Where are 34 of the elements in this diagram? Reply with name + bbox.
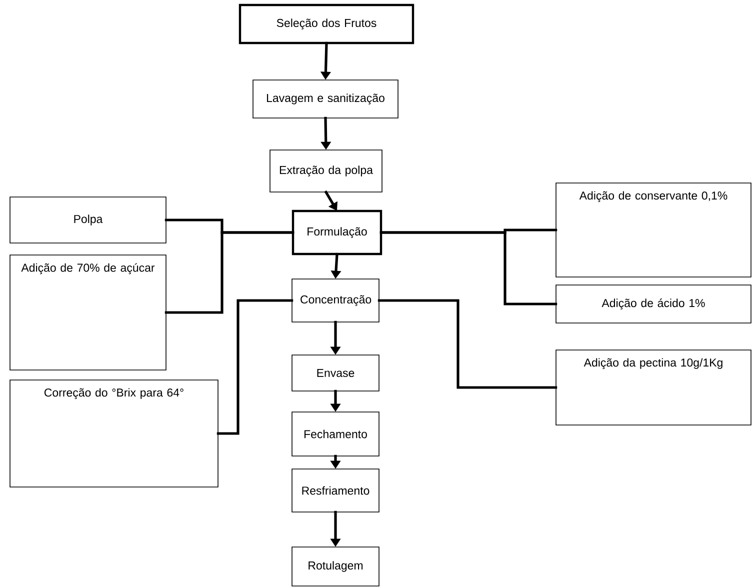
step-box bbox=[292, 210, 382, 256]
node-label: Concentração bbox=[300, 295, 372, 306]
node-label: Correção do °Brix para 64° bbox=[44, 388, 184, 399]
node-label: Adição de 70% de açúcar bbox=[21, 263, 155, 274]
step-box bbox=[252, 80, 398, 118]
step-box bbox=[292, 468, 380, 512]
ingredient-box bbox=[556, 284, 752, 324]
node-label: Fechamento bbox=[304, 430, 367, 438]
connector-line bbox=[164, 231, 294, 314]
node-label: Resfriamento bbox=[302, 486, 370, 495]
step-box bbox=[292, 354, 380, 392]
node-label: Rotulagem bbox=[308, 561, 363, 572]
ingredient-box bbox=[10, 254, 166, 370]
step-box bbox=[292, 278, 380, 322]
ingredient-box bbox=[556, 350, 752, 426]
node-label: Formulação bbox=[308, 227, 367, 238]
node-label: Extração da polpa bbox=[280, 166, 373, 176]
node-label: Envase bbox=[317, 368, 354, 378]
node-label: Polpa bbox=[74, 214, 103, 226]
step-box bbox=[292, 412, 380, 456]
node-label: Adição de conservante 0,1% bbox=[579, 191, 728, 202]
step-box bbox=[238, 4, 414, 44]
ingredient-box bbox=[556, 182, 752, 278]
step-box bbox=[270, 150, 382, 192]
connector-line bbox=[380, 231, 558, 306]
node-label: Adição de ácido 1% bbox=[602, 298, 705, 310]
ingredient-box bbox=[10, 380, 218, 488]
node-label: Seleção dos Frutos bbox=[276, 18, 376, 30]
connector-line bbox=[378, 299, 558, 389]
node-label: Adição da pectina 10g/1Kg bbox=[584, 358, 722, 369]
ingredient-box bbox=[10, 196, 166, 244]
node-label: Lavagem e sanitização bbox=[266, 94, 384, 104]
step-box bbox=[292, 546, 380, 586]
connector-line bbox=[216, 299, 294, 435]
